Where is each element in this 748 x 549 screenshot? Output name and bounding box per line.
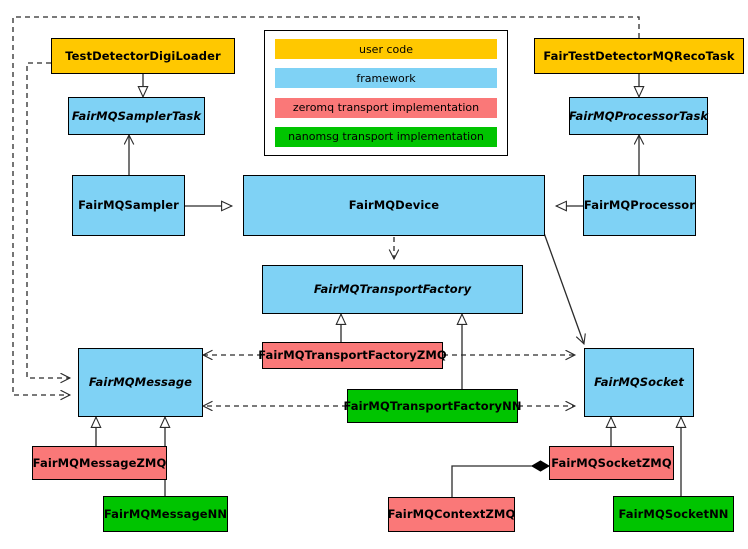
node-fair-mq-processor-task[interactable]: FairMQProcessorTask (569, 97, 708, 135)
legend-label: nanomsg transport implementation (288, 130, 484, 144)
legend-item-zeromq: zeromq transport implementation (275, 97, 497, 118)
node-label: FairMQMessageNN (103, 506, 228, 521)
node-label: FairMQSocketZMQ (551, 455, 672, 470)
node-label: FairMQMessage (88, 375, 193, 390)
node-fair-mq-context-zmq[interactable]: FairMQContextZMQ (388, 497, 515, 532)
node-label: FairMQTransportFactoryNN (343, 398, 522, 413)
node-label: FairMQTransportFactory (313, 282, 472, 297)
node-test-detector-digi-loader[interactable]: TestDetectorDigiLoader (51, 38, 235, 74)
node-fair-mq-message-nn[interactable]: FairMQMessageNN (103, 496, 228, 532)
node-fair-mq-device[interactable]: FairMQDevice (243, 175, 545, 236)
node-label: FairMQMessageZMQ (32, 455, 167, 470)
node-fair-mq-processor[interactable]: FairMQProcessor (583, 175, 696, 236)
edge-digiloader-message (26, 62, 70, 378)
node-fair-mq-transport-factory-zmq[interactable]: FairMQTransportFactoryZMQ (258, 342, 447, 369)
legend-panel: user code framework zeromq transport imp… (264, 30, 508, 156)
node-label: FairMQSocket (594, 375, 684, 390)
node-label: FairTestDetectorMQRecoTask (543, 48, 735, 63)
legend-label: framework (356, 71, 416, 85)
node-fair-mq-message[interactable]: FairMQMessage (78, 348, 203, 417)
node-label: FairMQProcessorTask (568, 108, 709, 123)
edge-device-socket (543, 232, 584, 344)
node-fair-mq-socket-nn[interactable]: FairMQSocketNN (613, 496, 734, 532)
legend-item-user-code: user code (275, 39, 497, 59)
node-fair-mq-transport-factory-nn[interactable]: FairMQTransportFactoryNN (343, 389, 521, 423)
legend-label: zeromq transport implementation (292, 101, 480, 115)
node-label: FairMQSamplerTask (71, 108, 202, 123)
node-fair-mq-sampler-task[interactable]: FairMQSamplerTask (68, 97, 205, 135)
node-label: FairMQSampler (78, 198, 179, 213)
node-label: FairMQProcessor (583, 198, 696, 213)
legend-item-nanomsg: nanomsg transport implementation (275, 126, 497, 147)
node-label: TestDetectorDigiLoader (65, 48, 221, 63)
node-label: FairMQDevice (348, 198, 440, 213)
node-fair-mq-socket[interactable]: FairMQSocket (584, 348, 694, 417)
node-fair-mq-sampler[interactable]: FairMQSampler (72, 175, 185, 236)
node-fair-test-detector-mq-reco-task[interactable]: FairTestDetectorMQRecoTask (534, 38, 744, 74)
node-label: FairMQSocketNN (618, 506, 729, 521)
node-label: FairMQTransportFactoryZMQ (258, 348, 447, 363)
node-label: FairMQContextZMQ (387, 507, 516, 522)
legend-label: user code (358, 42, 414, 56)
node-fair-mq-message-zmq[interactable]: FairMQMessageZMQ (32, 446, 167, 480)
legend-item-framework: framework (275, 68, 497, 89)
node-fair-mq-socket-zmq[interactable]: FairMQSocketZMQ (549, 446, 674, 480)
node-fair-mq-transport-factory[interactable]: FairMQTransportFactory (262, 265, 523, 314)
